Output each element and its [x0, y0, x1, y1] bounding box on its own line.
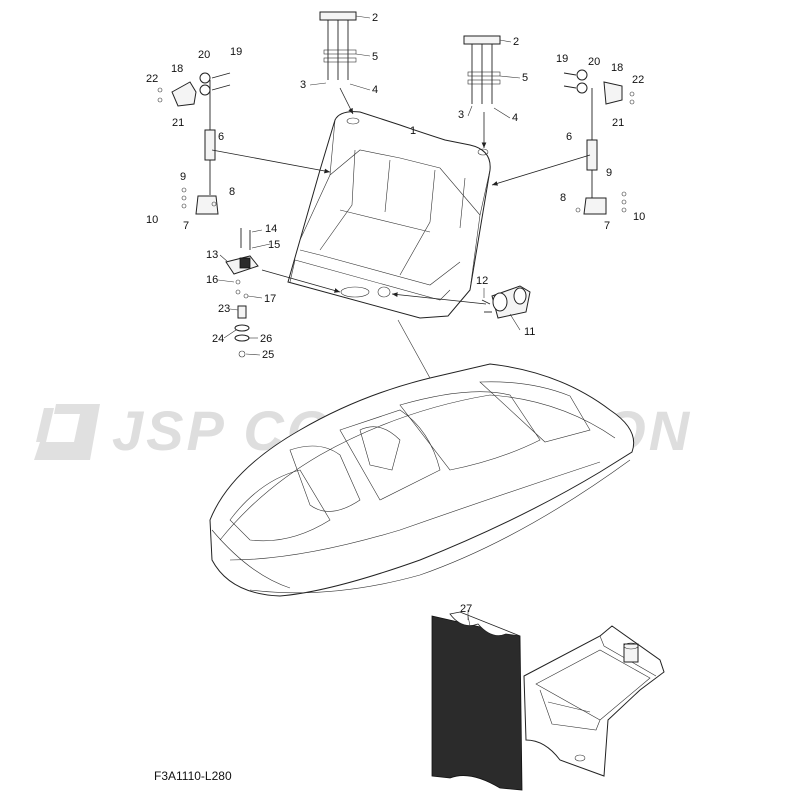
- callout-10-right: 10: [633, 211, 645, 223]
- latch-assembly: [225, 228, 341, 358]
- callout-leaders: [217, 15, 521, 627]
- right-hinge-assembly: [491, 69, 635, 215]
- callout-19-right: 19: [556, 53, 568, 65]
- callout-2-right: 2: [513, 36, 519, 48]
- callout-24: 24: [212, 333, 224, 345]
- callout-12: 12: [476, 275, 488, 287]
- callout-10-left: 10: [146, 214, 158, 226]
- callout-25: 25: [262, 349, 274, 361]
- seat-box-part: [287, 111, 491, 319]
- callout-19-left: 19: [230, 46, 242, 58]
- callout-4-right: 4: [512, 112, 518, 124]
- right-bolt-stack: [463, 35, 501, 148]
- callout-7-right: 7: [604, 220, 610, 232]
- callout-26: 26: [260, 333, 272, 345]
- callout-6-right: 6: [566, 131, 572, 143]
- figure-code: F3A1110-L280: [154, 769, 232, 783]
- callout-27: 27: [460, 603, 472, 615]
- seat-mat: [431, 610, 523, 791]
- striker-assembly: [391, 285, 531, 319]
- callout-6-left: 6: [218, 131, 224, 143]
- callout-4-left: 4: [372, 84, 378, 96]
- callout-23: 23: [218, 303, 230, 315]
- left-hinge-assembly: [157, 72, 331, 215]
- callout-22-left: 22: [146, 73, 158, 85]
- callout-5-left: 5: [372, 51, 378, 63]
- left-bolt-stack: [319, 11, 357, 115]
- callout-11: 11: [524, 326, 535, 338]
- callout-8-left: 8: [229, 186, 235, 198]
- boat-hull: [209, 363, 635, 597]
- callout-7-left: 7: [183, 220, 189, 232]
- callout-2-left: 2: [372, 12, 378, 24]
- callout-8-right: 8: [560, 192, 566, 204]
- callout-5-right: 5: [522, 72, 528, 84]
- callout-20-left: 20: [198, 49, 210, 61]
- callout-3-left: 3: [300, 79, 306, 91]
- callout-22-right: 22: [632, 74, 644, 86]
- callout-18-right: 18: [611, 62, 623, 74]
- callout-20-right: 20: [588, 56, 600, 68]
- callout-1: 1: [410, 125, 416, 137]
- callout-21-right: 21: [612, 117, 624, 129]
- callout-16: 16: [206, 274, 218, 286]
- callout-17: 17: [264, 293, 276, 305]
- callout-9-left: 9: [180, 171, 186, 183]
- callout-9-right: 9: [606, 167, 612, 179]
- callout-14: 14: [265, 223, 277, 235]
- callout-13: 13: [206, 249, 218, 261]
- callout-21-left: 21: [172, 117, 184, 129]
- callout-18-left: 18: [171, 63, 183, 75]
- callout-15: 15: [268, 239, 280, 251]
- storage-tray: [523, 625, 665, 777]
- callout-3-right: 3: [458, 109, 464, 121]
